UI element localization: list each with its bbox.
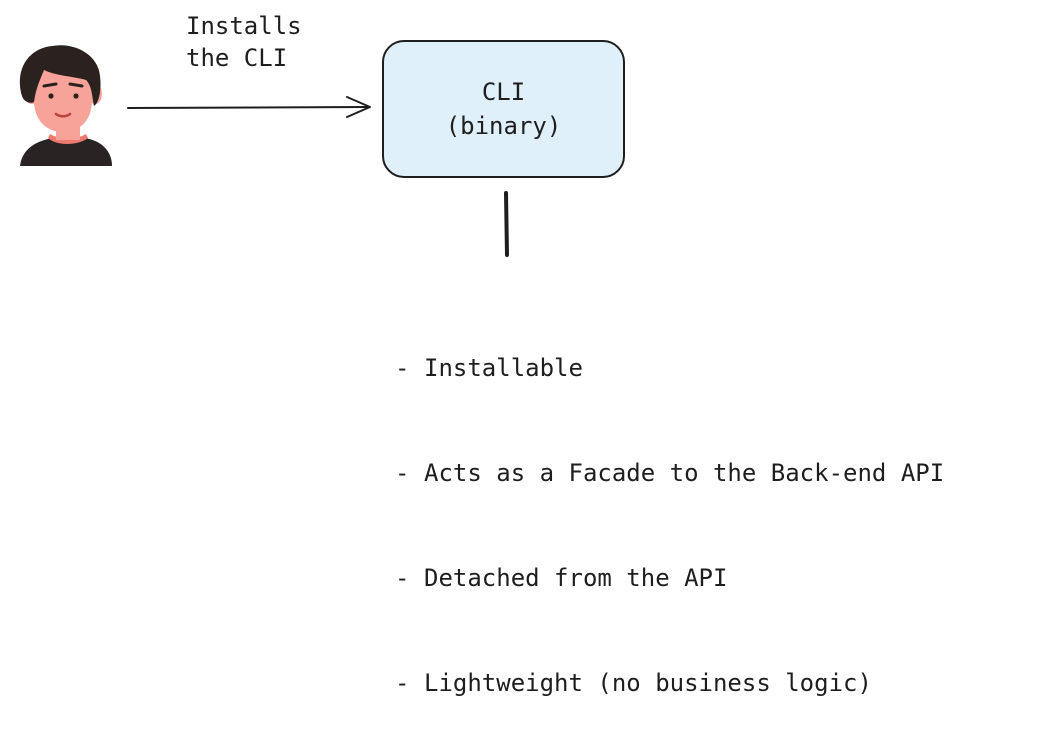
bullet-dash: - [395,459,410,487]
bullet-dash: - [395,354,410,382]
cli-box: CLI (binary) [382,40,625,178]
list-item: -Detached from the API [395,561,944,596]
note-text: Lightweight (no business logic) [424,669,872,697]
connector-line [504,191,509,257]
list-item: -Installable [395,351,944,386]
note-text: Installable [424,354,583,382]
list-item: -Lightweight (no business logic) [395,666,944,701]
arrow-label: Installs the CLI [186,12,302,72]
list-item: -Acts as a Facade to the Back-end API [395,456,944,491]
diagram-canvas [19,45,509,257]
person-avatar-icon [19,45,112,166]
cli-box-title: CLI [481,78,526,106]
cli-box-subtitle: (binary) [445,112,562,140]
bullet-dash: - [395,669,410,697]
bullet-dash: - [395,564,410,592]
note-text: Acts as a Facade to the Back-end API [424,459,945,487]
install-arrow [127,96,371,118]
cli-notes-list: -Installable -Acts as a Facade to the Ba… [395,281,944,736]
note-text: Detached from the API [424,564,728,592]
